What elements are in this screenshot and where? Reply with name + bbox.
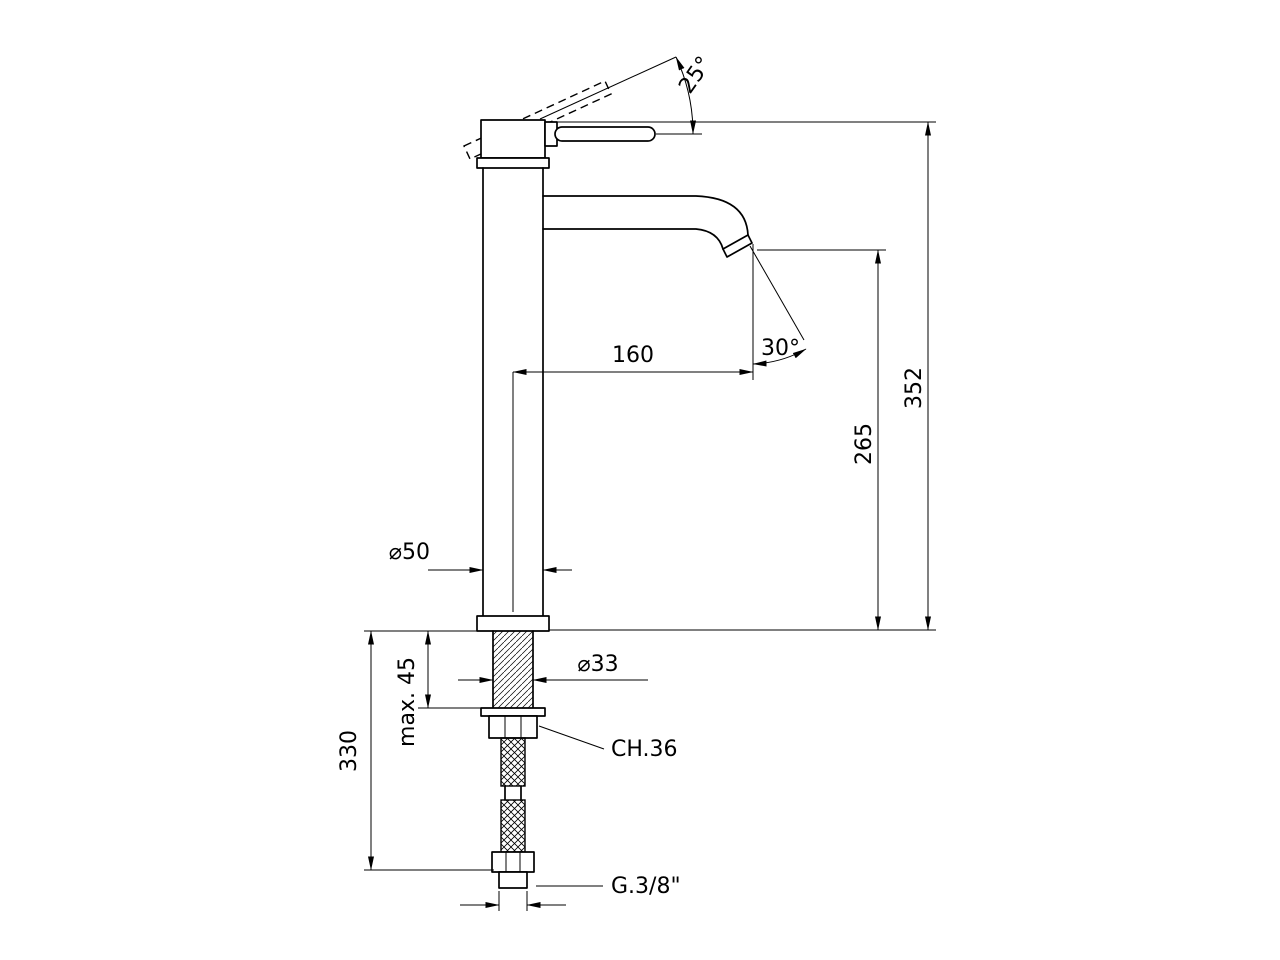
spout-end-face (722, 234, 749, 250)
dim-nut-wrench: CH.36 (538, 725, 678, 762)
dim-body-diameter: ⌀50 (389, 540, 572, 573)
mixer-head (480, 119, 546, 159)
dim-spout-reach: 160 (512, 244, 754, 612)
angle-ref-slant (539, 56, 677, 120)
hose-braid-lower (500, 799, 526, 853)
spout-outer-edge (542, 195, 749, 236)
mixer-head-flange (476, 157, 550, 169)
faucet (463, 80, 753, 889)
shank-thread-hatch (493, 631, 533, 708)
handle-angle-label: 25° (674, 52, 717, 98)
outlet-height-label: 265 (852, 423, 877, 465)
total-height-label: 352 (902, 367, 927, 409)
wrench-leader-line (538, 725, 605, 750)
hose-end-collar (498, 871, 528, 889)
base-ring (476, 615, 550, 632)
spout-reach-label: 160 (612, 343, 654, 368)
shank-diameter-label: ⌀33 (577, 652, 618, 677)
dim-hose-length: 330 (337, 630, 494, 871)
hose-length-label: 330 (337, 730, 362, 772)
spout-angle-label: 30° (761, 336, 800, 361)
mounting-nut (488, 715, 538, 739)
aerator (722, 234, 753, 258)
max-deck-thickness-label: max. 45 (395, 657, 420, 747)
dim-outlet-height: 265 (757, 249, 886, 631)
hose-braid-upper (500, 737, 526, 787)
body-diameter-label: ⌀50 (389, 540, 430, 565)
handle-lever (554, 126, 656, 142)
hose-hex-fitting (491, 851, 535, 873)
dim-spout-angle: 30° (749, 245, 807, 367)
angle-arc (675, 56, 697, 135)
spout-inner-edge (542, 228, 724, 250)
dim-hose-thread: G.3/8" (460, 874, 681, 911)
spout-angle-arc (752, 348, 807, 367)
nut-wrench-label: CH.36 (611, 737, 678, 762)
handle-dashed-position (463, 80, 612, 160)
outlet-axis-slant (749, 245, 805, 341)
dim-max-deck-thickness: max. 45 (395, 630, 489, 747)
washer (480, 707, 546, 717)
hose-thread-label: G.3/8" (611, 874, 681, 899)
dim-shank-diameter: ⌀33 (458, 652, 648, 683)
dim-total-height: 352 (549, 121, 936, 631)
